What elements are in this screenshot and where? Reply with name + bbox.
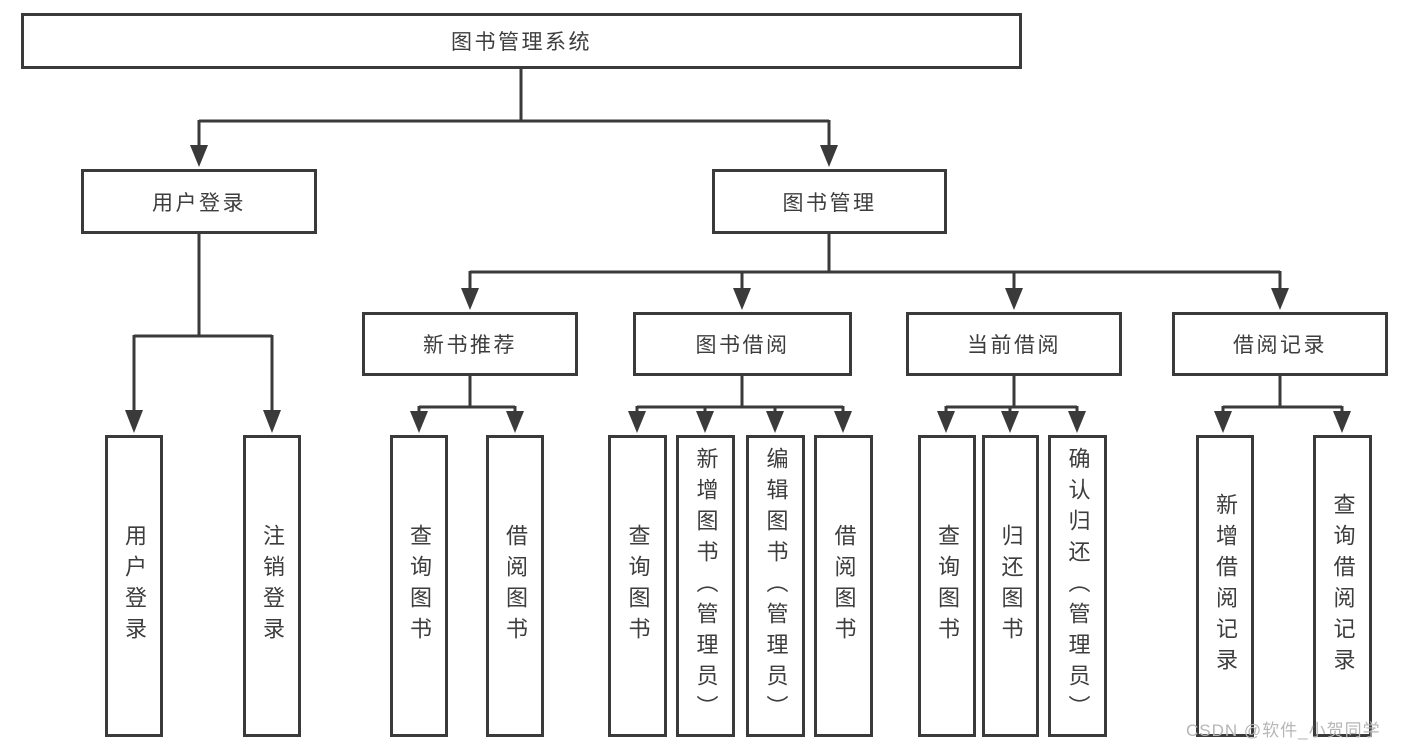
node-label: 注销登录: [260, 524, 285, 648]
node-label: 图书管理系统: [451, 31, 592, 54]
arrow-to-leaf-edit-book: [766, 406, 784, 433]
node-user-login-branch: 用户登录: [81, 169, 317, 234]
arrow-to-book-borrow: [733, 271, 751, 310]
arrow-to-leaf-query-books-2: [628, 406, 646, 433]
node-label: 当前借阅: [967, 334, 1061, 357]
arrow-to-borrow-records: [1271, 271, 1289, 310]
node-label: 编辑图书（管理员）: [763, 446, 789, 726]
arrow-to-leaf-borrow-books-2: [834, 406, 852, 433]
leaf-query-books-current: 查询图书: [918, 435, 976, 737]
leaf-edit-book-admin: 编辑图书（管理员）: [746, 435, 805, 737]
node-label: 归还图书: [998, 524, 1024, 648]
node-book-management: 图书管理: [712, 169, 947, 234]
node-label: 新书推荐: [423, 334, 517, 357]
node-label: 新增借阅记录: [1213, 493, 1238, 679]
leaf-query-borrow-record: 查询借阅记录: [1313, 435, 1372, 737]
arrow-to-leaf-query-books-3: [937, 406, 955, 433]
arrow-to-leaf-user-login: [125, 335, 143, 433]
leaf-user-login: 用户登录: [105, 435, 163, 737]
arrow-to-leaf-logout: [263, 335, 281, 433]
arrow-to-leaf-borrow-books-1: [506, 406, 524, 433]
node-new-book-recommend: 新书推荐: [362, 312, 578, 376]
leaf-confirm-return-admin: 确认归还（管理员）: [1048, 435, 1107, 737]
node-label: 确认归还（管理员）: [1065, 446, 1091, 726]
node-label: 查询借阅记录: [1330, 493, 1356, 679]
node-label: 借阅图书: [503, 524, 528, 648]
arrow-to-leaf-query-borrow-record: [1333, 406, 1351, 433]
leaf-borrow-books-borrow: 借阅图书: [814, 435, 873, 737]
node-label: 新增图书（管理员）: [693, 446, 719, 726]
leaf-query-books-recommend: 查询图书: [390, 435, 448, 737]
leaf-query-books-borrow: 查询图书: [608, 435, 667, 737]
node-label: 图书管理: [782, 191, 877, 215]
node-label: 查询图书: [625, 524, 651, 648]
node-label: 图书借阅: [695, 334, 790, 357]
node-book-borrow: 图书借阅: [633, 312, 852, 376]
leaf-borrow-books-recommend: 借阅图书: [486, 435, 544, 737]
arrow-to-leaf-add-book: [696, 406, 714, 433]
node-label: 查询图书: [935, 524, 960, 648]
leaf-add-borrow-record: 新增借阅记录: [1196, 435, 1254, 737]
node-label: 查询图书: [407, 524, 432, 648]
arrow-to-leaf-return-book: [1001, 406, 1019, 433]
csdn-watermark: CSDN @软件_小贺同学: [1186, 721, 1381, 740]
arrow-to-leaf-query-books-1: [410, 406, 428, 433]
leaf-add-book-admin: 新增图书（管理员）: [676, 435, 735, 737]
arrow-to-leaf-confirm-return: [1068, 406, 1086, 433]
node-current-borrow: 当前借阅: [906, 312, 1122, 376]
arrow-to-book-management: [820, 120, 838, 167]
node-library-management-system: 图书管理系统: [21, 13, 1022, 69]
arrow-to-leaf-add-borrow-record: [1214, 406, 1232, 433]
arrow-to-user-login-branch: [190, 120, 208, 167]
node-borrow-records: 借阅记录: [1172, 312, 1388, 376]
node-label: 用户登录: [122, 524, 147, 648]
node-label: 用户登录: [152, 191, 246, 215]
node-label: 借阅图书: [831, 524, 857, 648]
leaf-logout: 注销登录: [243, 435, 301, 737]
node-label: 借阅记录: [1233, 334, 1327, 357]
arrow-to-current-borrow: [1005, 271, 1023, 310]
leaf-return-book: 归还图书: [982, 435, 1039, 737]
arrow-to-new-book-recommend: [461, 271, 479, 310]
